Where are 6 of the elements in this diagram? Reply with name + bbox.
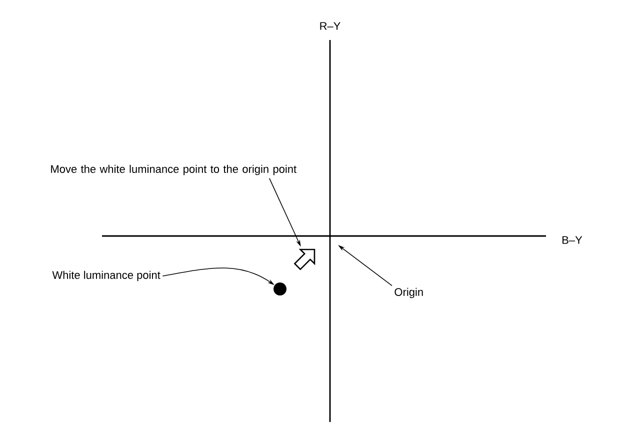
callout-text: Origin bbox=[394, 288, 423, 298]
callout-text: Move the white luminance point to the origin point bbox=[51, 164, 296, 176]
axis-label: B–Y bbox=[562, 236, 582, 244]
callout-text: White luminance point bbox=[52, 270, 160, 282]
axis-label: R–Y bbox=[320, 22, 340, 30]
point-dot bbox=[274, 282, 286, 296]
